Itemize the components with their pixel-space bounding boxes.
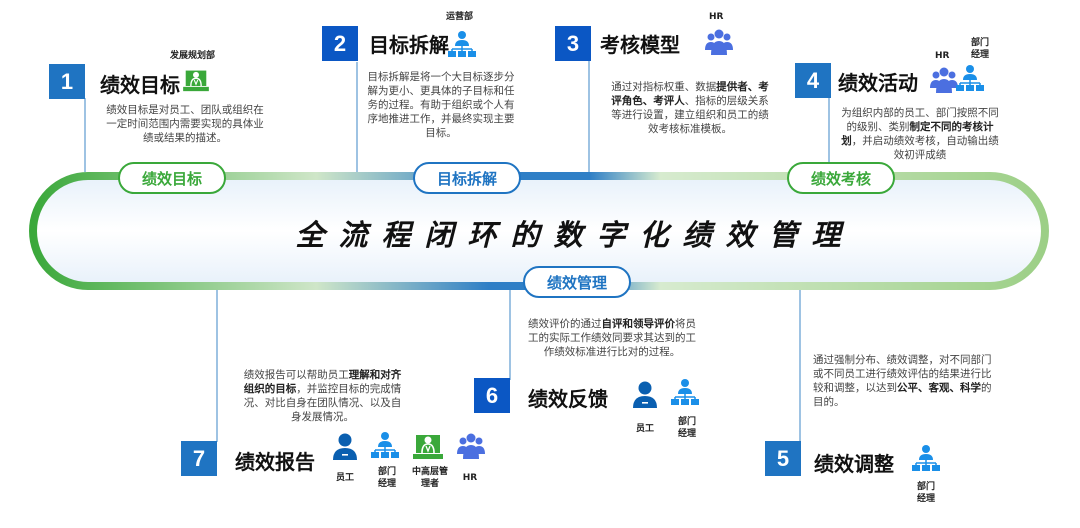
role-label: 部门经理 [916, 482, 935, 504]
role-label: 中高层管理者 [412, 467, 449, 489]
group-icon [456, 432, 486, 460]
step-title: 绩效目标 [100, 73, 180, 97]
step-title: 绩效调整 [814, 452, 894, 476]
step-dept: HR [709, 12, 724, 22]
manager-icon [183, 68, 209, 92]
org-chart-icon [955, 64, 985, 92]
step-desc: 通过对指标权重、数据提供者、考评角色、考评人、指标的层级关系等进行设置，建立组织… [611, 81, 769, 135]
connector-line [216, 290, 218, 442]
step-dept: 运营部 [446, 12, 474, 22]
role-label: 部门经理 [677, 417, 696, 439]
step-dept: 发展规划部 [170, 51, 216, 61]
step-number: 6 [474, 378, 510, 413]
pill-goal: 绩效目标 [118, 162, 226, 194]
org-chart-icon [447, 30, 477, 58]
role-label: HR [462, 473, 478, 483]
connector-line [356, 62, 358, 172]
step-number: 4 [795, 63, 831, 98]
step-title: 考核模型 [600, 33, 680, 57]
manager-icon [413, 432, 443, 460]
role-label: 员工 [635, 424, 654, 434]
org-chart-icon [370, 431, 400, 459]
connector-line [799, 290, 801, 442]
step-number: 2 [322, 26, 358, 61]
org-chart-icon [911, 444, 941, 472]
connector-line [828, 98, 830, 172]
step-desc: 绩效报告可以帮助员工理解和对齐组织的目标，并监控目标的完成情况、对比自身在团队情… [243, 369, 402, 423]
step-desc: 绩效评价的通过自评和领导评价将员工的实际工作绩效同要求其达到的工作绩效标准进行比… [528, 318, 696, 358]
role-label: 员工 [335, 473, 354, 483]
connector-line [84, 98, 86, 172]
group-icon [704, 28, 734, 56]
connector-line [509, 290, 511, 380]
step-dept-manager: 部门经理 [970, 38, 989, 60]
step-desc: 绩效目标是对员工、团队或组织在一定时间范围内需要实现的具体业绩或结果的描述。 [106, 104, 264, 144]
step-number: 5 [765, 441, 801, 476]
pill-assess: 绩效考核 [787, 162, 895, 194]
step-dept-hr: HR [935, 51, 950, 61]
org-chart-icon [670, 378, 700, 406]
main-title: 全流程闭环的数字化绩效管理 [295, 218, 855, 252]
role-label: 部门经理 [377, 467, 396, 489]
step-number: 1 [49, 64, 85, 99]
step-title: 绩效活动 [838, 71, 918, 95]
step-title: 目标拆解 [369, 33, 449, 57]
step-number: 7 [181, 441, 217, 476]
step-desc: 通过强制分布、绩效调整，对不同部门或不同员工进行绩效评估的结果进行比较和调整，以… [813, 354, 992, 408]
step-title: 绩效报告 [235, 450, 315, 474]
step-desc: 为组织内部的员工、部门按照不同的级别、类别制定不同的考核计划，并启动绩效考核，自… [841, 107, 999, 161]
employee-icon [630, 380, 660, 408]
step-title: 绩效反馈 [528, 387, 608, 411]
connector-line [588, 60, 590, 172]
pill-manage: 绩效管理 [523, 266, 631, 298]
step-number: 3 [555, 26, 591, 61]
step-desc: 目标拆解是将一个大目标逐步分解为更小、更具体的子目标和任务的过程。有助于组织或个… [367, 71, 515, 139]
pill-decompose: 目标拆解 [413, 162, 521, 194]
employee-icon [330, 432, 360, 460]
